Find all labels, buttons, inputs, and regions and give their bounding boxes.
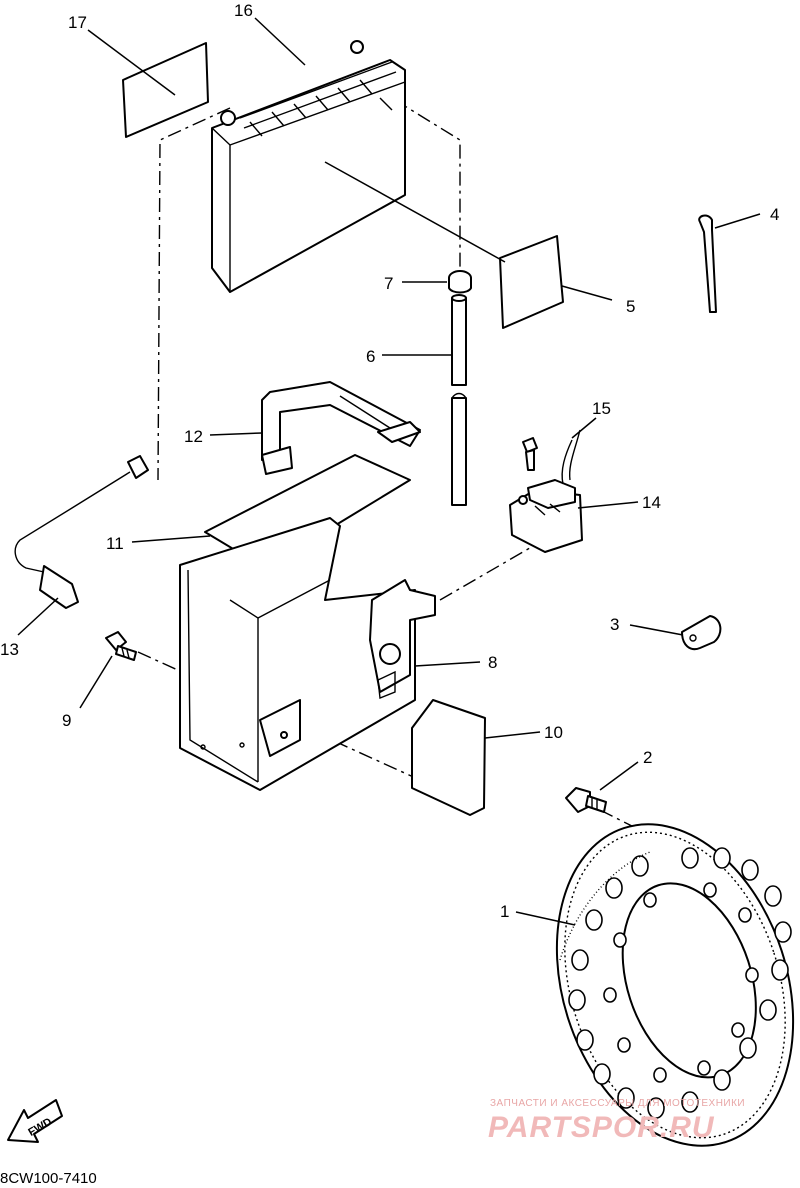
- callout-4: 4: [770, 205, 779, 224]
- battery-pad-part-5: [499, 235, 564, 329]
- callout-13: 13: [0, 640, 19, 659]
- brake-disc-part-1: [555, 823, 795, 1147]
- hose-clamp-part-7: [448, 270, 472, 294]
- callout-7: 7: [384, 274, 393, 293]
- callout-11: 11: [106, 534, 124, 553]
- callout-17: 17: [68, 13, 87, 32]
- callout-16: 16: [234, 1, 253, 20]
- clamp-part-3: [681, 615, 722, 651]
- label-sticker-part-17: [122, 42, 209, 138]
- bolt-part-9: [105, 631, 137, 661]
- callout-10: 10: [544, 723, 563, 742]
- callout-15: 15: [592, 399, 611, 418]
- callout-2: 2: [643, 748, 652, 767]
- callout-12: 12: [184, 427, 203, 446]
- breather-hose-part-6: [451, 294, 467, 506]
- battery-box-part-8: [179, 517, 436, 791]
- callout-14: 14: [642, 493, 661, 512]
- watermark: ЗАПЧАСТИ И АКСЕССУАРЫ ДЛЯ МОТОТЕХНИКИ PA…: [488, 1098, 745, 1144]
- callout-numbers: 1 2 3 4 5 6 7 8 9 10 11 12 13 14 15 16 1…: [0, 1, 779, 921]
- diagram-part-code: 8CW100-7410: [0, 1170, 97, 1187]
- callout-6: 6: [366, 347, 375, 366]
- starter-relay-part-14: [509, 429, 583, 553]
- watermark-brand: PARTSPOR.RU: [488, 1111, 715, 1144]
- cover-part-10: [411, 699, 486, 816]
- callout-9: 9: [62, 711, 71, 730]
- lead-wire-part-13: [14, 455, 149, 609]
- watermark-tagline: ЗАПЧАСТИ И АКСЕССУАРЫ ДЛЯ МОТОТЕХНИКИ: [490, 1098, 745, 1109]
- callout-3: 3: [610, 615, 619, 634]
- disc-vent-holes: [568, 847, 792, 1119]
- callout-5: 5: [626, 297, 635, 316]
- callout-1: 1: [500, 902, 509, 921]
- forward-arrow-icon: FWD: [7, 1099, 63, 1143]
- callout-8: 8: [488, 653, 497, 672]
- battery-band-part-12: [261, 381, 421, 475]
- battery-part-16: [211, 40, 406, 293]
- screw-part-15: [522, 437, 538, 471]
- bolt-part-2: [565, 787, 607, 813]
- leader-lines: [17, 17, 761, 926]
- clip-part-4: [698, 214, 717, 313]
